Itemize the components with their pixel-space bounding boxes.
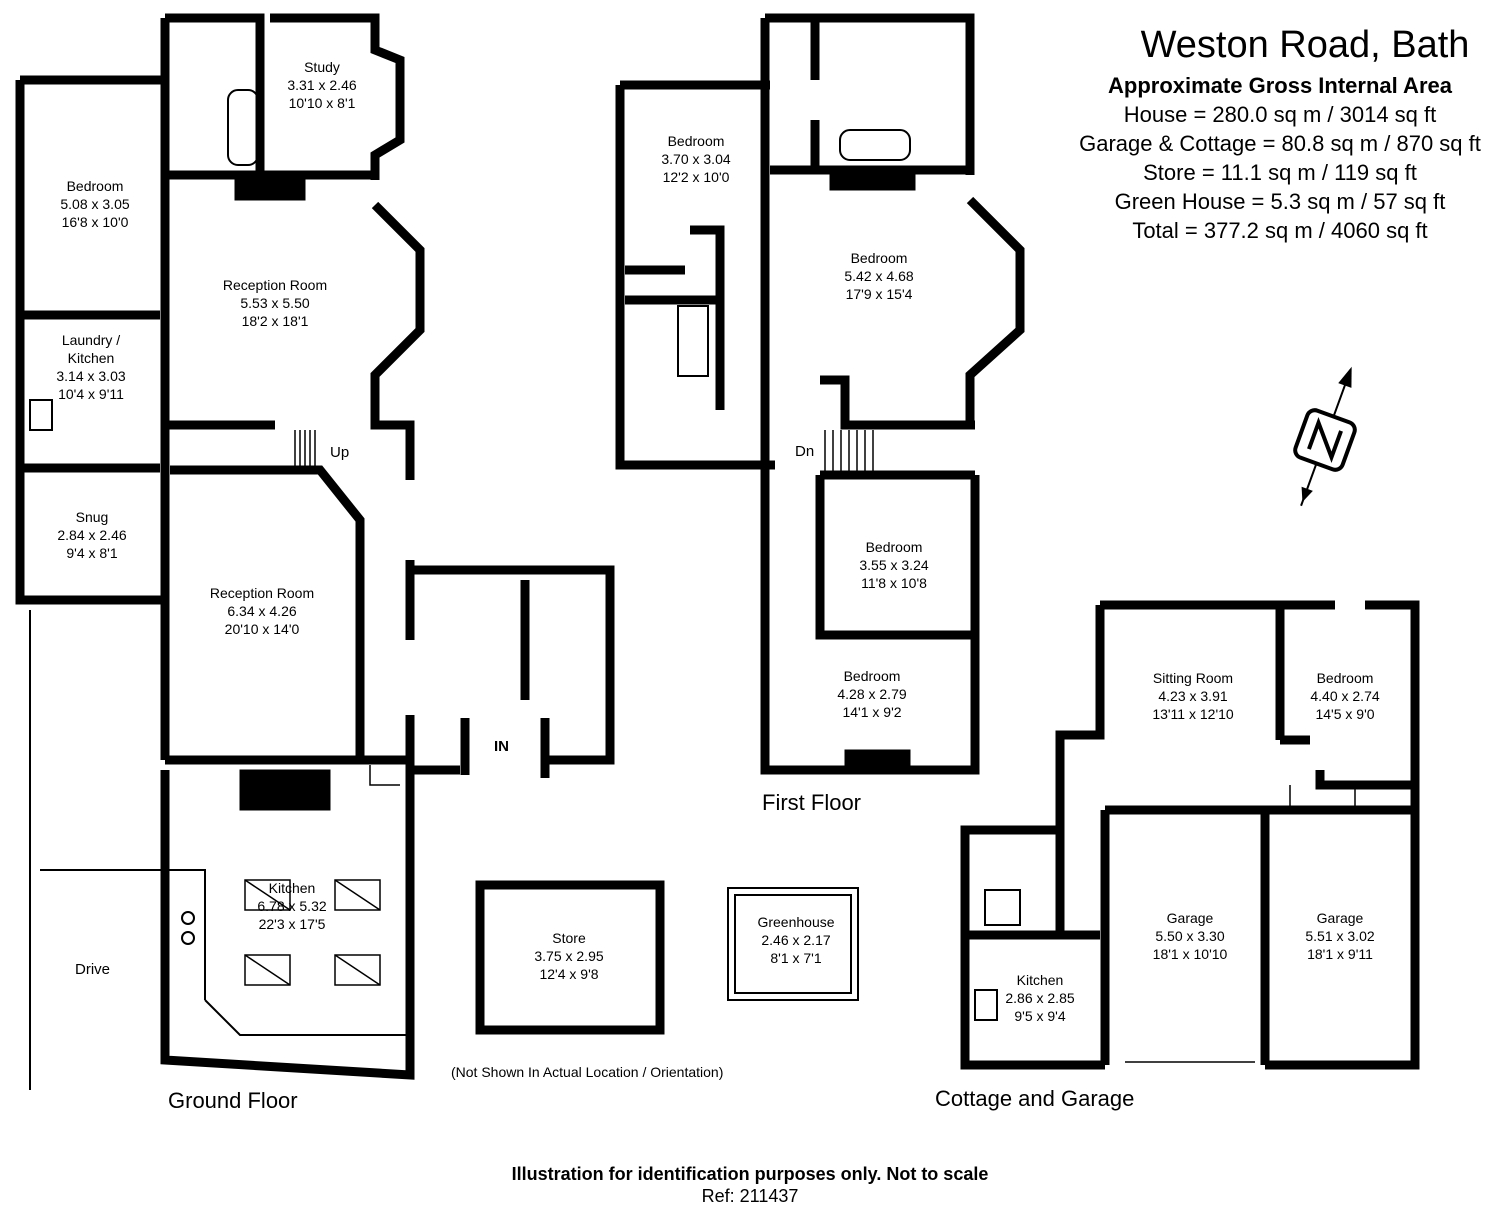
chimney [234,174,306,201]
stairs-down-label: Dn [795,443,815,460]
greenhouse-walls [727,887,859,1001]
floor-label-cottage: Cottage and Garage [935,1086,1135,1111]
fireplace [239,769,331,811]
area-store: Store = 11.1 sq m / 119 sq ft [1143,160,1417,185]
store-note: (Not Shown In Actual Location / Orientat… [451,1064,724,1080]
north-arrow-icon [1293,366,1357,507]
plan-title: Weston Road, Bath [1140,24,1470,66]
floor-label-first: First Floor [762,790,861,815]
footer-ref: Ref: 211437 [701,1186,799,1206]
area-total: Total = 377.2 sq m / 4060 sq ft [1132,218,1428,243]
area-green-house: Green House = 5.3 sq m / 57 sq ft [1114,189,1446,214]
stairs-up-label: Up [330,444,350,461]
floor-label-ground: Ground Floor [168,1088,298,1113]
entrance-label: IN [494,738,509,755]
first-floor-walls [615,13,1025,775]
area-house: House = 280.0 sq m / 3014 sq ft [1123,102,1437,127]
store-walls [475,880,665,1035]
footer-disclaimer: Illustration for identification purposes… [511,1164,989,1184]
drive-label: Drive [75,961,111,978]
cottage-garage-walls [960,600,1420,1070]
ground-floor-walls [15,13,615,1080]
area-garage-cottage: Garage & Cottage = 80.8 sq m / 870 sq ft [1079,131,1481,156]
area-subtitle: Approximate Gross Internal Area [1108,73,1452,98]
